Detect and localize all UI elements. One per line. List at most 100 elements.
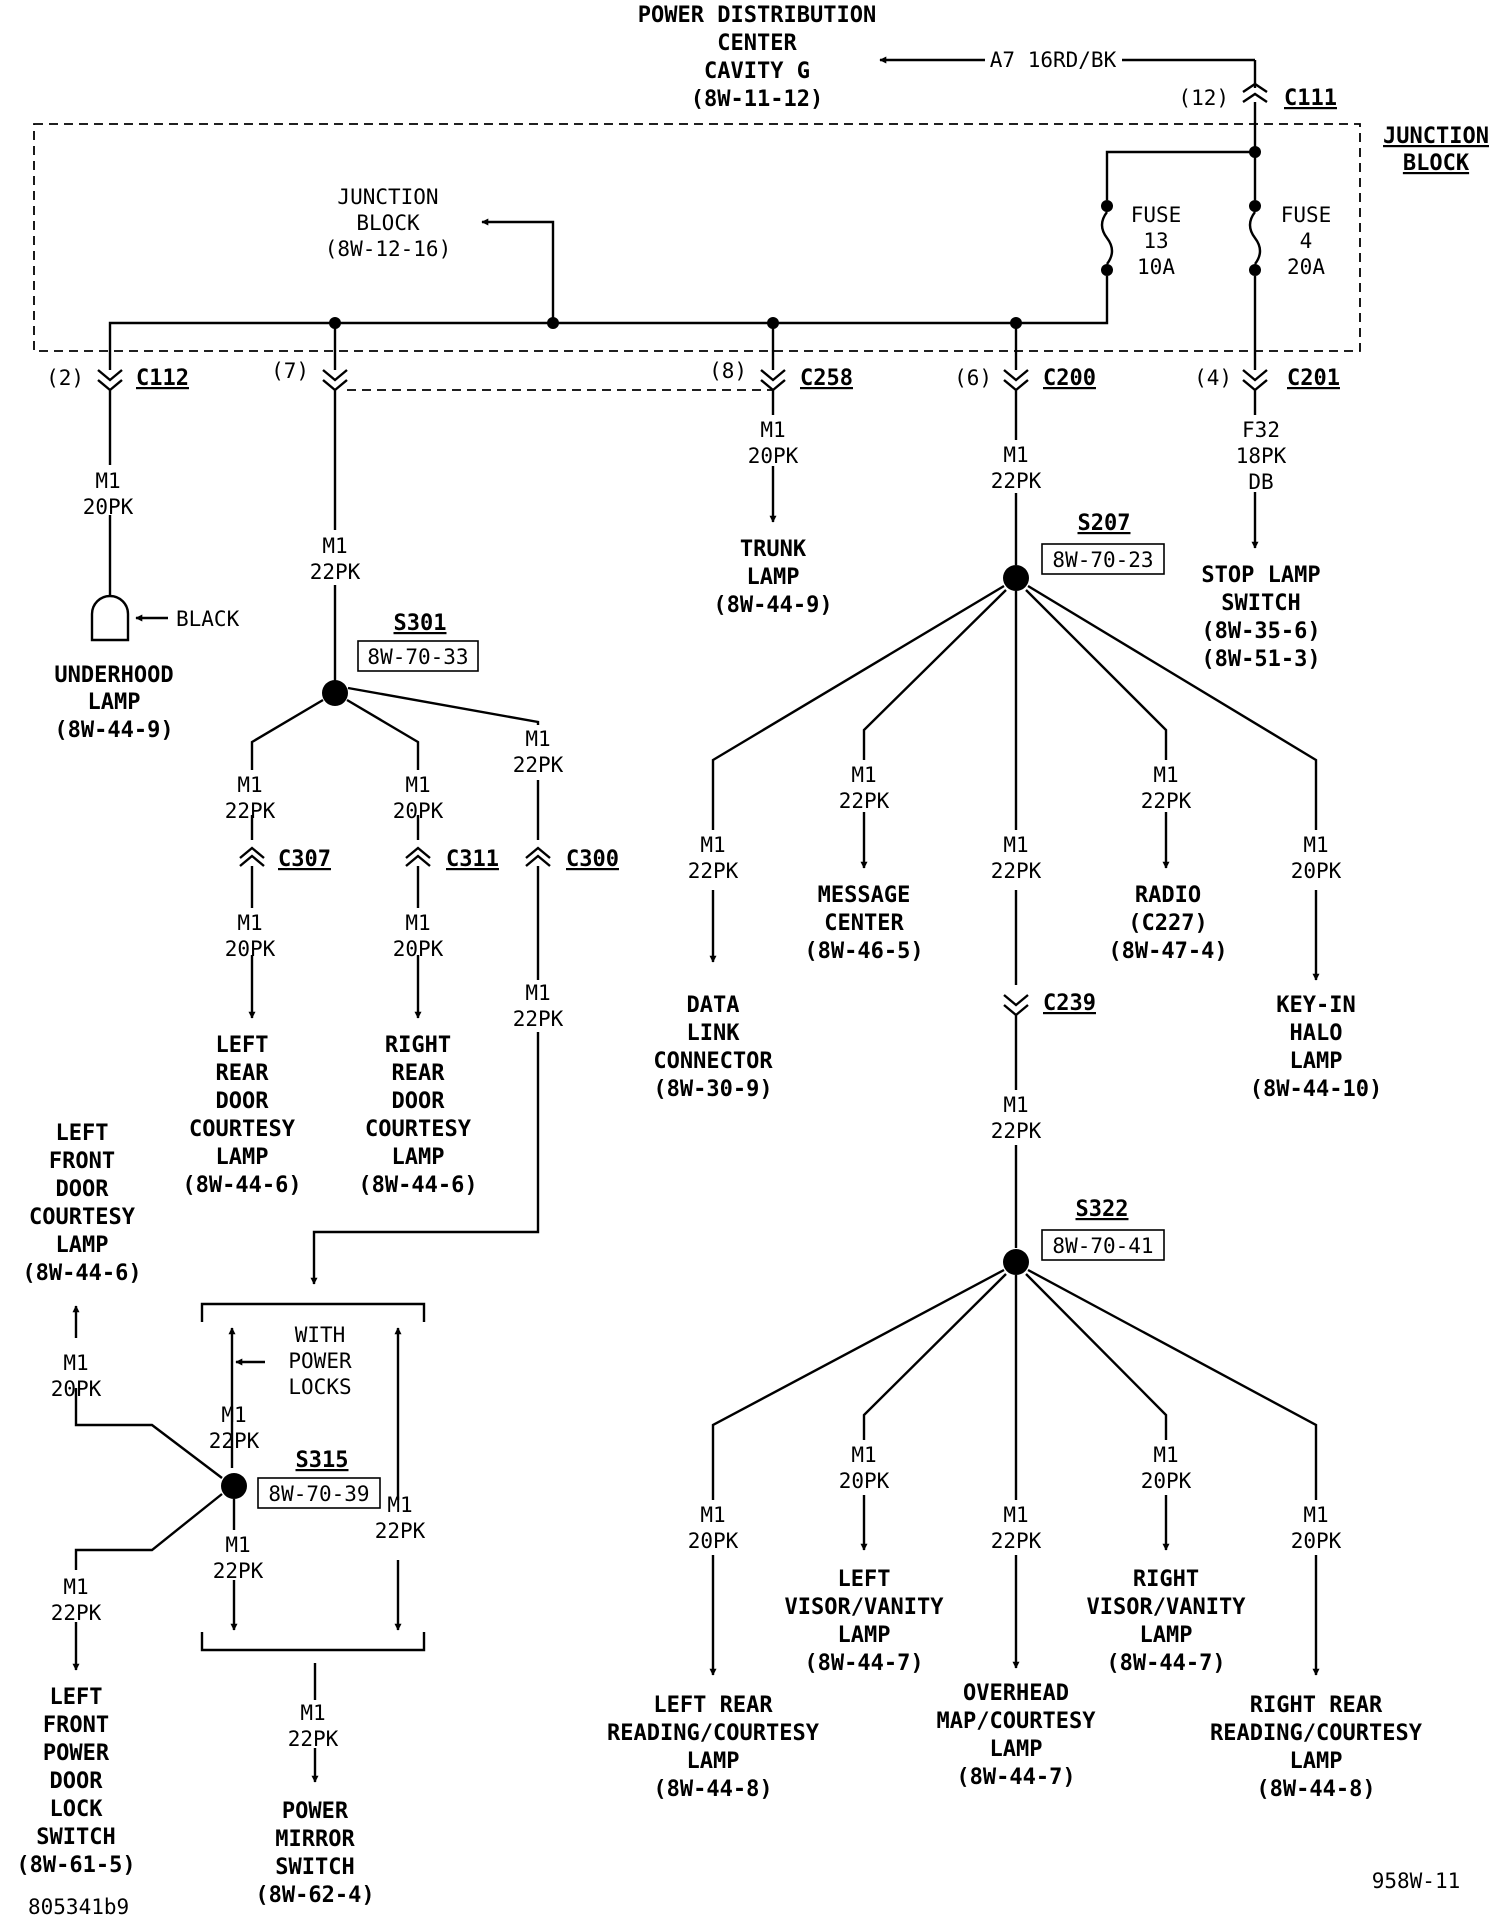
svg-text:22PK: 22PK xyxy=(51,1601,102,1625)
key-in-halo-wire-label: M1 20PK xyxy=(1291,833,1342,883)
svg-text:LEFT: LEFT xyxy=(216,1033,269,1058)
trunk-wire-label: M1 20PK xyxy=(748,418,799,468)
svg-text:(8W-11-12): (8W-11-12) xyxy=(691,87,823,112)
svg-text:M1: M1 xyxy=(237,773,262,797)
svg-text:F32: F32 xyxy=(1242,418,1280,442)
s315-up-wire-label: M1 22PK xyxy=(209,1403,260,1453)
s301-ref: 8W-70-33 xyxy=(367,645,468,669)
right-rear-door-courtesy-lamp-label: RIGHT REAR DOOR COURTESY LAMP (8W-44-6) xyxy=(358,1033,477,1198)
svg-text:SWITCH: SWITCH xyxy=(36,1825,115,1850)
svg-text:LAMP: LAMP xyxy=(1290,1749,1343,1774)
svg-text:22PK: 22PK xyxy=(375,1519,426,1543)
svg-text:(8W-12-16): (8W-12-16) xyxy=(325,237,451,261)
data-link-wire-label: M1 22PK xyxy=(688,833,739,883)
svg-text:CENTER: CENTER xyxy=(824,911,904,936)
s315-ref-box xyxy=(257,1477,381,1509)
svg-text:UNDERHOOD: UNDERHOOD xyxy=(54,663,173,688)
svg-text:M1: M1 xyxy=(1303,1503,1328,1527)
c300-upper-wire-label: M1 22PK xyxy=(513,727,564,777)
s301-ref-box xyxy=(357,640,479,672)
c112-pin: (2) xyxy=(46,366,84,390)
svg-text:POWER: POWER xyxy=(288,1349,352,1373)
fuse13-feed-wire xyxy=(1105,150,1255,200)
s322-name: S322 xyxy=(1076,1197,1129,1222)
left-front-power-door-lock-switch-label: LEFT FRONT POWER DOOR LOCK SWITCH (8W-61… xyxy=(16,1685,135,1878)
svg-text:(8W-44-7): (8W-44-7) xyxy=(1106,1651,1225,1676)
svg-text:20PK: 20PK xyxy=(839,1469,890,1493)
svg-text:RADIO: RADIO xyxy=(1135,883,1201,908)
s207-feed-wire-label: M1 22PK xyxy=(991,443,1042,493)
s207-splice xyxy=(1003,565,1029,591)
svg-text:(8W-44-6): (8W-44-6) xyxy=(22,1261,141,1286)
c307-connector-symbol xyxy=(239,846,265,867)
power-distribution-center-label: POWER DISTRIBUTION CENTER CAVITY G (8W-1… xyxy=(638,3,876,112)
svg-text:OVERHEAD: OVERHEAD xyxy=(963,1681,1069,1706)
svg-text:20PK: 20PK xyxy=(83,495,134,519)
c300-lower-wire-label: M1 22PK xyxy=(513,981,564,1031)
svg-text:20A: 20A xyxy=(1287,255,1325,279)
svg-text:M1: M1 xyxy=(760,418,785,442)
svg-text:REAR: REAR xyxy=(216,1061,270,1086)
svg-text:JUNCTION: JUNCTION xyxy=(337,185,438,209)
left-front-courtesy-wire-label: M1 20PK xyxy=(51,1351,102,1401)
svg-text:REAR: REAR xyxy=(392,1061,446,1086)
left-front-lock-wire xyxy=(76,1493,223,1670)
c307-upper-wire-label: M1 22PK xyxy=(225,773,276,823)
svg-text:VISOR/VANITY: VISOR/VANITY xyxy=(1087,1595,1247,1620)
c307-upper-wire xyxy=(250,698,324,840)
svg-text:LAMP: LAMP xyxy=(838,1623,891,1648)
underhood-connector-icon xyxy=(90,594,130,642)
s301-name: S301 xyxy=(394,611,447,636)
svg-text:(8W-44-7): (8W-44-7) xyxy=(804,1651,923,1676)
svg-text:MESSAGE: MESSAGE xyxy=(818,883,911,908)
c258-name: C258 xyxy=(800,366,853,391)
svg-text:(8W-47-4): (8W-47-4) xyxy=(1108,939,1227,964)
key-in-halo-wire xyxy=(1027,584,1316,980)
c201-connector-symbol xyxy=(1242,369,1268,392)
svg-text:M1: M1 xyxy=(700,833,725,857)
s207-ref: 8W-70-23 xyxy=(1052,548,1153,572)
svg-text:22PK: 22PK xyxy=(310,560,361,584)
black-connector-label: BLACK xyxy=(176,607,240,631)
svg-text:22PK: 22PK xyxy=(513,753,564,777)
c307-lower-wire-label: M1 20PK xyxy=(225,911,276,961)
svg-text:LEFT REAR: LEFT REAR xyxy=(653,1693,773,1718)
svg-text:(8W-44-7): (8W-44-7) xyxy=(956,1765,1075,1790)
left-visor-wire xyxy=(864,1273,1007,1550)
svg-text:STOP LAMP: STOP LAMP xyxy=(1201,563,1320,588)
feed-wire-label: A7 16RD/BK xyxy=(990,48,1117,72)
overhead-map-courtesy-lamp-label: OVERHEAD MAP/COURTESY LAMP (8W-44-7) xyxy=(937,1681,1097,1790)
svg-text:BLOCK: BLOCK xyxy=(356,211,420,235)
fuse4-symbol xyxy=(1248,200,1262,276)
c111-pin: (12) xyxy=(1178,86,1229,110)
svg-text:22PK: 22PK xyxy=(225,799,276,823)
c311-lower-wire-label: M1 20PK xyxy=(393,911,444,961)
svg-text:LINK: LINK xyxy=(687,1021,741,1046)
svg-text:LAMP: LAMP xyxy=(990,1737,1043,1762)
svg-text:READING/COURTESY: READING/COURTESY xyxy=(607,1721,820,1746)
right-visor-wire xyxy=(1025,1273,1166,1550)
left-front-lock-wire-label: M1 22PK xyxy=(51,1575,102,1625)
svg-text:M1: M1 xyxy=(1003,1093,1028,1117)
svg-text:COURTESY: COURTESY xyxy=(365,1117,472,1142)
svg-text:SWITCH: SWITCH xyxy=(275,1855,354,1880)
radio-wire-label: M1 22PK xyxy=(1141,763,1192,813)
svg-text:HALO: HALO xyxy=(1290,1021,1343,1046)
svg-text:(8W-44-8): (8W-44-8) xyxy=(1256,1777,1375,1802)
right-rear-reading-wire-label: M1 20PK xyxy=(1291,1503,1342,1553)
c300-connector-symbol xyxy=(525,846,551,867)
s207-name: S207 xyxy=(1078,511,1131,536)
c201-pin: (4) xyxy=(1194,366,1232,390)
svg-text:DOOR: DOOR xyxy=(216,1089,270,1114)
junction-block-ref-label: JUNCTION BLOCK (8W-12-16) xyxy=(325,185,451,261)
c300-lower-wire xyxy=(314,866,540,1284)
svg-text:M1: M1 xyxy=(322,534,347,558)
junction-block-outline xyxy=(33,123,1361,352)
svg-text:DOOR: DOOR xyxy=(50,1769,104,1794)
underhood-wire-label: M1 20PK xyxy=(83,469,134,519)
svg-text:M1: M1 xyxy=(405,911,430,935)
bus-drop-wires xyxy=(333,323,1018,370)
s315-splice xyxy=(221,1473,247,1499)
s315-name: S315 xyxy=(296,1448,349,1473)
